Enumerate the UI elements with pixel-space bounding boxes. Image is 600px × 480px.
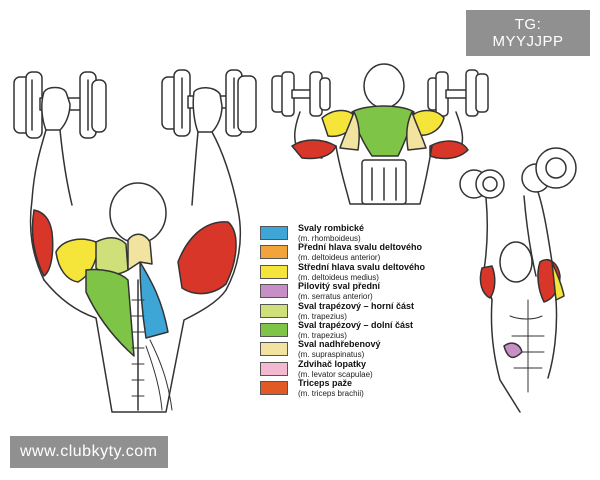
trapezius-lower-muscle: [85, 268, 135, 357]
legend-latin: (m. serratus anterior): [298, 292, 373, 302]
dumbbell-icon: [271, 71, 331, 117]
legend-name: Sval trapézový – dolní část: [298, 319, 414, 330]
trapezius-muscle: [351, 105, 415, 157]
legend-name: Zdvihač lopatky: [298, 358, 367, 369]
legend-swatch: [260, 361, 288, 376]
legend-swatch: [260, 226, 288, 240]
legend-name: Střední hlava svalu deltového: [298, 261, 426, 272]
deltoid-medius-muscle: [551, 261, 565, 301]
legend-item-levator-scapulae: Zdvihač lopatky(m. levator scapulae): [260, 358, 440, 379]
legend-name: Přední hlava svalu deltového: [298, 242, 423, 253]
dumbbell-icon: [521, 147, 577, 193]
rhomboid-muscle: [139, 261, 169, 339]
legend-latin: (m. deltoideus medius): [298, 272, 379, 282]
legend-item-trapezius-upper: Sval trapézový – horní část(m. trapezius…: [260, 300, 440, 321]
legend-latin: (m. trapezius): [298, 311, 347, 321]
legend-latin: (m. trapezius): [298, 330, 347, 340]
supraspinatus-muscle: [339, 111, 360, 151]
legend-latin: (m. deltoideus anterior): [298, 253, 381, 263]
muscle-legend: Svaly rombické(m. rhomboideus) Přední hl…: [260, 224, 440, 399]
legend-latin: (m. levator scapulae): [298, 369, 373, 379]
dumbbell-icon: [427, 69, 489, 117]
legend-swatch: [260, 342, 288, 357]
legend-item-trapezius-lower: Sval trapézový – dolní část(m. trapezius…: [260, 319, 440, 340]
legend-item-supraspinatus: Sval nadhřebenový(m. supraspinatus): [260, 340, 440, 359]
front-view-figure: [459, 147, 577, 413]
legend-item-serratus-anterior: Pilovitý sval přední(m. serratus anterio…: [260, 282, 440, 301]
legend-swatch: [260, 264, 288, 279]
legend-latin: (m. triceps brachii): [298, 389, 364, 399]
triceps-muscle: [31, 209, 54, 277]
legend-name: Triceps paže: [298, 378, 353, 389]
legend-item-rhomboid: Svaly rombické(m. rhomboideus): [260, 224, 440, 243]
watermark-bottom: www.clubkyty.com: [10, 436, 168, 468]
legend-name: Sval trapézový – horní část: [298, 300, 415, 311]
serratus-anterior-muscle: [503, 342, 523, 359]
legend-name: Svaly rombické: [298, 223, 365, 233]
legend-item-triceps: Triceps paže(m. triceps brachii): [260, 379, 440, 398]
legend-latin: (m. supraspinatus): [298, 350, 365, 360]
deltoid-muscle-right: [177, 221, 237, 295]
back-view-figure: [13, 69, 257, 413]
dumbbell-icon: [459, 169, 505, 199]
legend-swatch: [260, 245, 288, 260]
legend-swatch: [260, 322, 288, 337]
legend-swatch: [260, 303, 288, 318]
supraspinatus-muscle: [406, 111, 427, 151]
legend-swatch: [260, 381, 288, 396]
legend-name: Pilovitý sval přední: [298, 281, 381, 292]
trapezius-upper-muscle: [95, 237, 129, 275]
legend-latin: (m. rhomboideus): [298, 234, 361, 243]
deltoid-anterior-muscle: [479, 265, 496, 299]
back-view-small-figure: [271, 63, 489, 205]
legend-swatch: [260, 284, 288, 299]
legend-name: Sval nadhřebenový: [298, 339, 381, 350]
triceps-muscle: [429, 140, 469, 160]
supraspinatus-muscle: [127, 233, 153, 271]
triceps-muscle: [291, 139, 337, 160]
legend-item-deltoid-anterior: Přední hlava svalu deltového(m. deltoide…: [260, 243, 440, 262]
legend-item-deltoid-medius: Střední hlava svalu deltového(m. deltoid…: [260, 261, 440, 282]
watermark-top: TG: MYYJJPP: [466, 10, 590, 56]
